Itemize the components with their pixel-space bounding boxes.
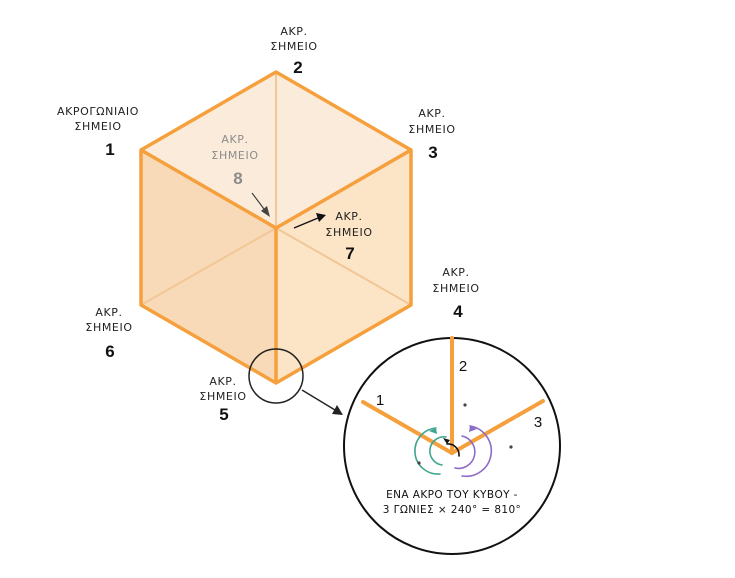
svg-text:4: 4 bbox=[453, 302, 463, 321]
vertex-label-4: ΑΚΡ. ΣΗΜΕΙΟ 4 bbox=[432, 266, 479, 321]
angle-arc-purple-2 bbox=[454, 435, 476, 470]
svg-text:6: 6 bbox=[105, 342, 114, 361]
cube-hidden-edges bbox=[140, 72, 412, 306]
svg-text:ΑΚΡ.: ΑΚΡ. bbox=[221, 133, 248, 146]
svg-text:1: 1 bbox=[105, 140, 114, 159]
svg-text:ΑΚΡ.: ΑΚΡ. bbox=[442, 266, 469, 279]
svg-text:ΑΚΡ.: ΑΚΡ. bbox=[209, 375, 236, 388]
zoom-edge-number-3: 3 bbox=[534, 414, 542, 431]
zoom-caption-line-1: ΕΝΑ ΑΚΡΟ ΤΟΥ ΚΥΒΟΥ - bbox=[386, 489, 518, 501]
svg-text:ΣΗΜΕΙΟ: ΣΗΜΕΙΟ bbox=[85, 321, 132, 334]
zoom-arrow bbox=[301, 389, 343, 415]
svg-text:3: 3 bbox=[428, 143, 437, 162]
zoom-edges bbox=[361, 336, 545, 455]
vertex-label-2: ΑΚΡ. ΣΗΜΕΙΟ 2 bbox=[270, 25, 317, 77]
cube-visible-edges bbox=[139, 70, 413, 385]
svg-text:ΣΗΜΕΙΟ: ΣΗΜΕΙΟ bbox=[211, 149, 258, 162]
vertex-label-3: ΑΚΡ. ΣΗΜΕΙΟ 3 bbox=[408, 107, 455, 162]
vertex-label-7: ΑΚΡ. ΣΗΜΕΙΟ 7 bbox=[325, 210, 372, 263]
svg-text:ΣΗΜΕΙΟ: ΣΗΜΕΙΟ bbox=[199, 390, 246, 403]
vertex-label-1: ΑΚΡΟΓΩΝΙΑΙΟ ΣΗΜΕΙΟ 1 bbox=[57, 105, 139, 159]
vertex-label-8: ΑΚΡ. ΣΗΜΕΙΟ 8 bbox=[211, 133, 258, 188]
svg-text:7: 7 bbox=[345, 244, 354, 263]
zoom-source-circle bbox=[248, 348, 304, 404]
svg-text:2: 2 bbox=[293, 58, 302, 77]
angle-arcs bbox=[414, 425, 493, 478]
angle-arc-green-2 bbox=[429, 436, 447, 466]
svg-text:5: 5 bbox=[219, 405, 228, 424]
vertex-7-arrow bbox=[293, 213, 326, 229]
vertex-8-arrow bbox=[251, 192, 270, 217]
svg-text:ΣΗΜΕΙΟ: ΣΗΜΕΙΟ bbox=[432, 282, 479, 295]
zoom-detail: 1 2 3 ΕΝΑ ΑΚΡΟ ΤΟΥ ΚΥΒΟΥ - 3 ΓΩΝΙΕΣ × 24… bbox=[343, 336, 561, 555]
vertex-label-6: ΑΚΡ. ΣΗΜΕΙΟ 6 bbox=[85, 306, 132, 361]
svg-text:ΣΗΜΕΙΟ: ΣΗΜΕΙΟ bbox=[270, 40, 317, 53]
angle-arc-purple bbox=[461, 425, 493, 478]
vertex-label-5: ΑΚΡ. ΣΗΜΕΙΟ 5 bbox=[199, 375, 246, 424]
svg-text:ΑΚΡΟΓΩΝΙΑΙΟ: ΑΚΡΟΓΩΝΙΑΙΟ bbox=[57, 105, 139, 118]
svg-text:ΣΗΜΕΙΟ: ΣΗΜΕΙΟ bbox=[325, 226, 372, 239]
zoom-caption-line-2: 3 ΓΩΝΙΕΣ × 240° = 810° bbox=[383, 504, 521, 516]
cube bbox=[139, 70, 413, 385]
svg-text:8: 8 bbox=[233, 169, 242, 188]
zoom-edge-number-2: 2 bbox=[459, 358, 467, 375]
svg-text:ΑΚΡ.: ΑΚΡ. bbox=[335, 210, 362, 223]
svg-text:ΑΚΡ.: ΑΚΡ. bbox=[280, 25, 307, 38]
svg-text:ΑΚΡ.: ΑΚΡ. bbox=[418, 107, 445, 120]
angle-arc-green bbox=[414, 427, 441, 475]
svg-text:ΣΗΜΕΙΟ: ΣΗΜΕΙΟ bbox=[408, 123, 455, 136]
angle-dots bbox=[417, 403, 513, 465]
zoom-edge-number-1: 1 bbox=[376, 392, 384, 409]
angle-arrowheads bbox=[429, 426, 477, 444]
svg-text:ΑΚΡ.: ΑΚΡ. bbox=[95, 306, 122, 319]
svg-text:ΣΗΜΕΙΟ: ΣΗΜΕΙΟ bbox=[74, 120, 121, 133]
angle-arc-black bbox=[446, 443, 460, 457]
